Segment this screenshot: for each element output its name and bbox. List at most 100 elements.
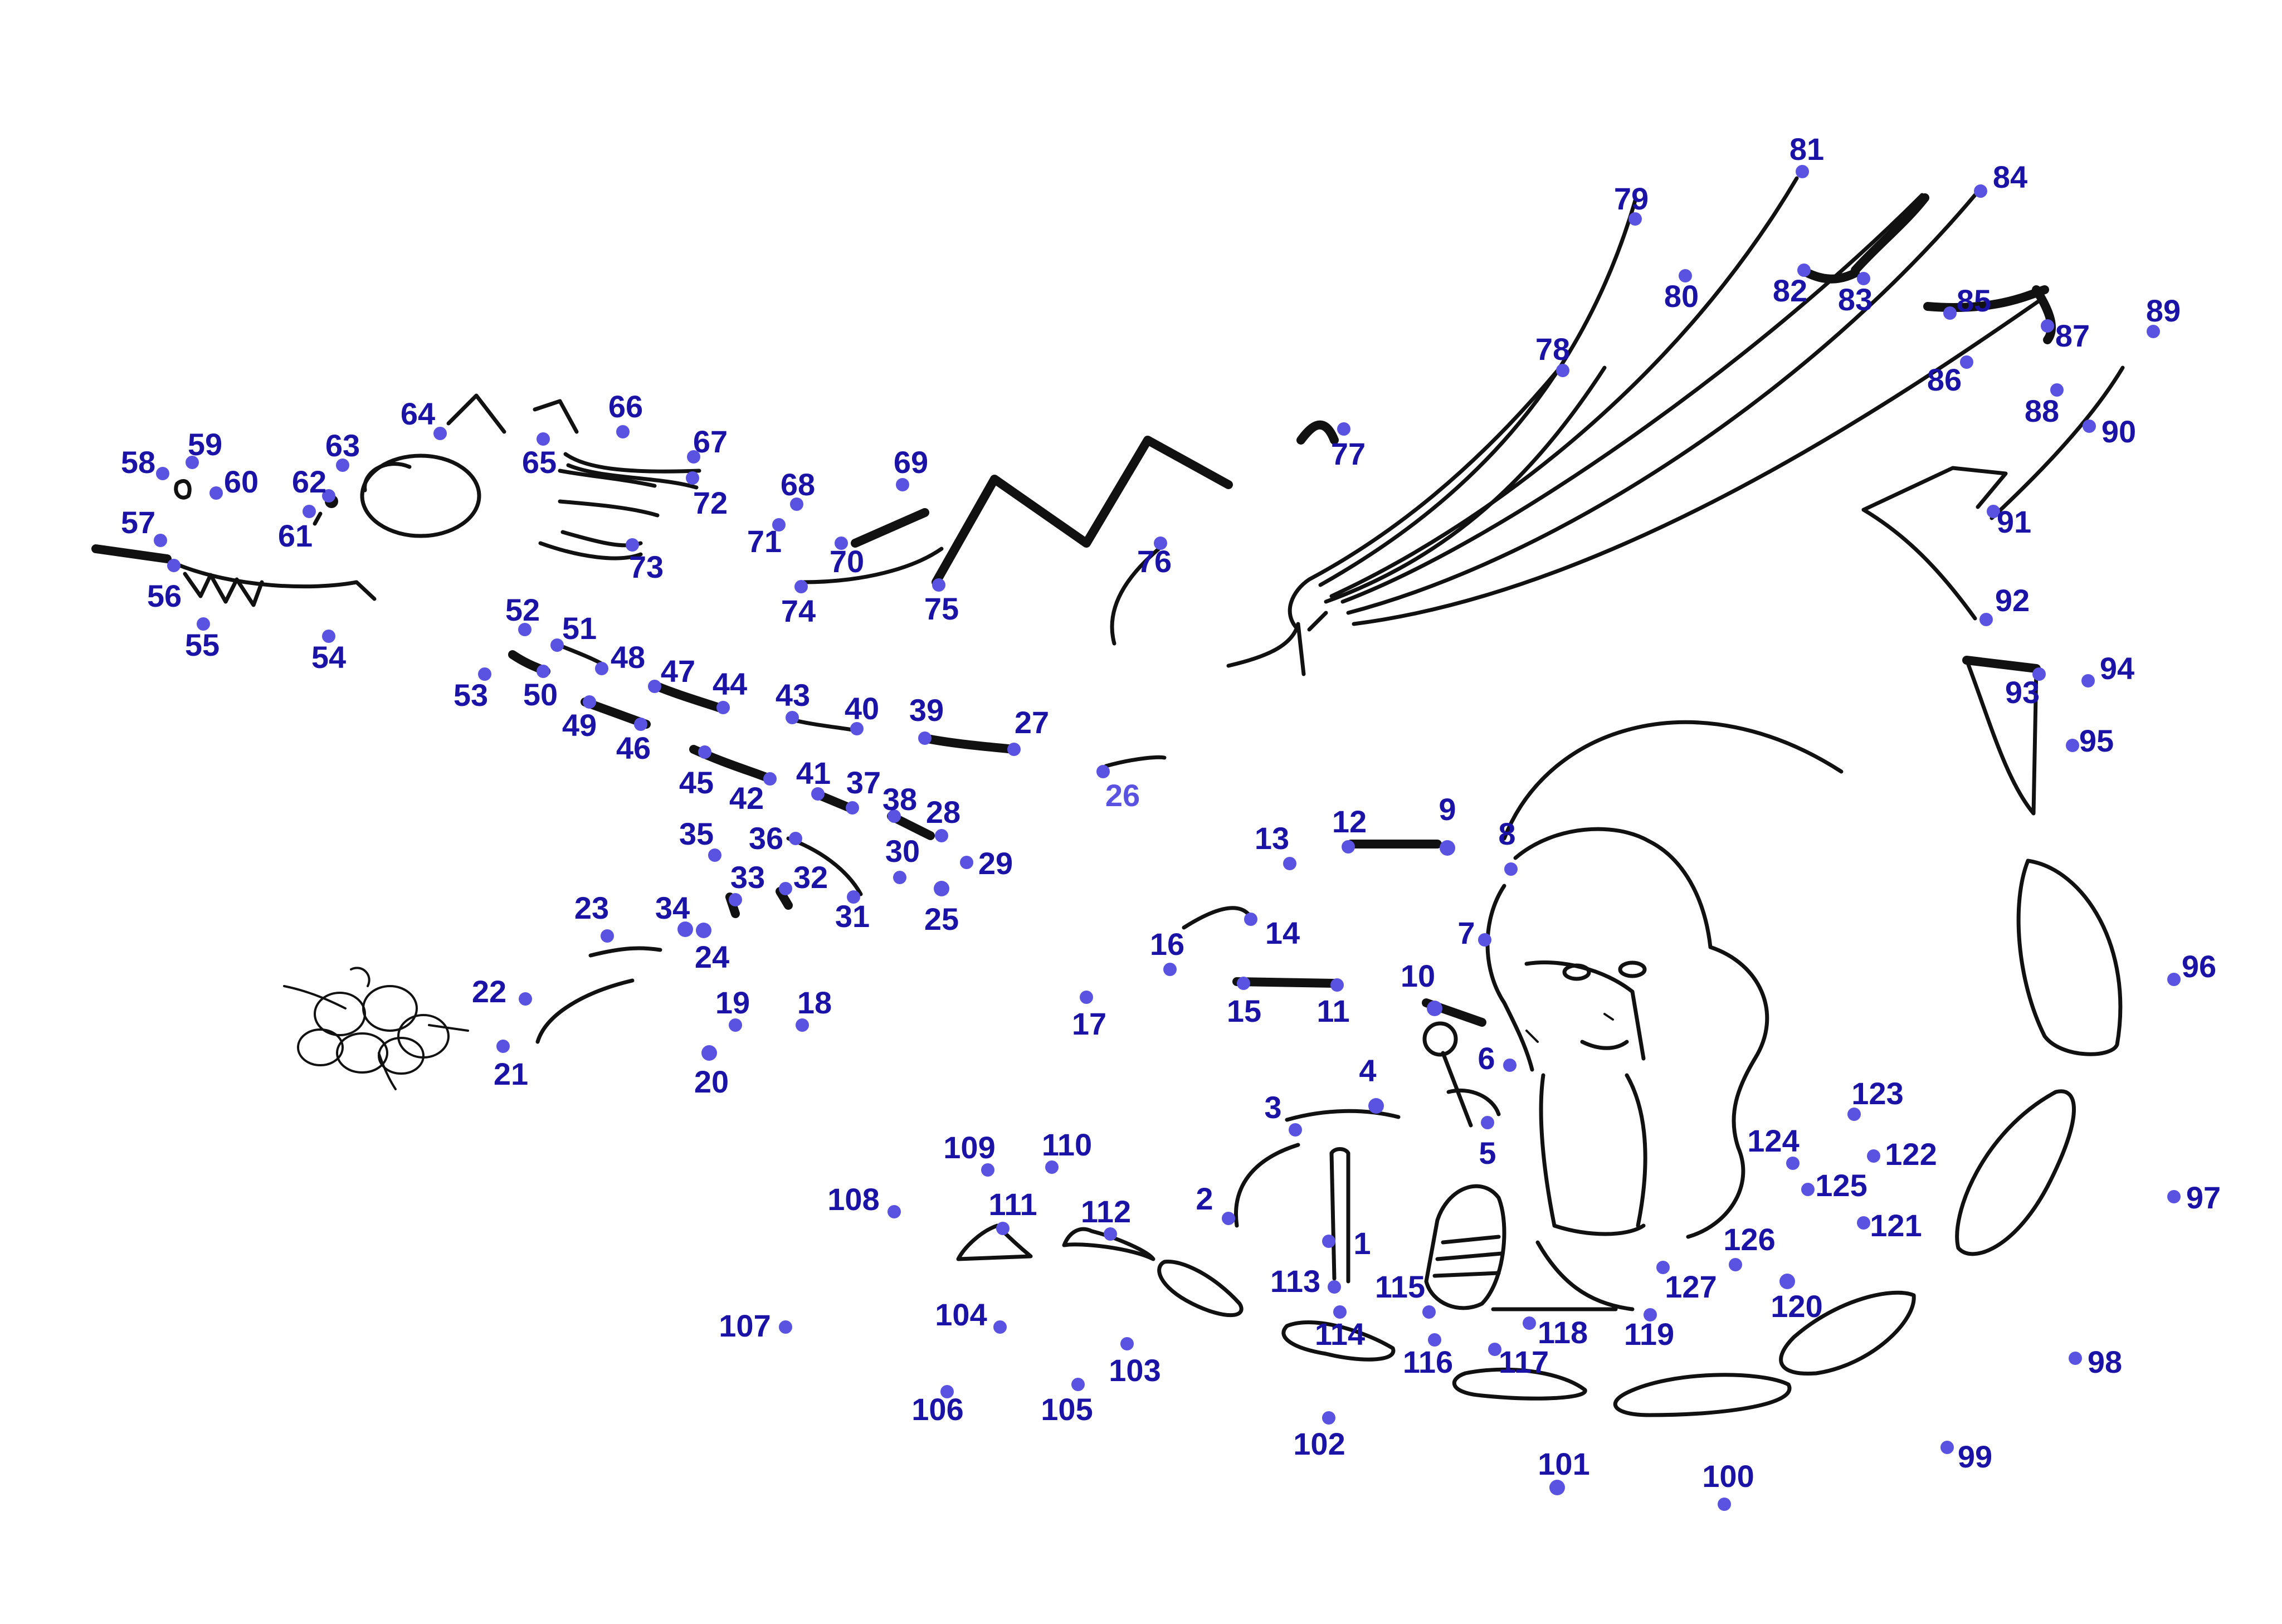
dot-62 <box>322 489 335 503</box>
number-label-93: 93 <box>2005 675 2040 710</box>
dot-25 <box>934 881 949 896</box>
dot-28 <box>935 829 948 842</box>
dot-88 <box>2050 383 2064 397</box>
dot-76 <box>1154 537 1167 550</box>
number-label-30: 30 <box>885 833 920 869</box>
number-label-2: 2 <box>1196 1181 1213 1216</box>
dot-3 <box>1289 1123 1302 1137</box>
number-label-44: 44 <box>712 666 748 701</box>
dot-101 <box>1549 1480 1565 1495</box>
number-label-95: 95 <box>2079 723 2114 758</box>
dot-41 <box>811 787 825 801</box>
dot-18 <box>796 1018 809 1032</box>
number-label-97: 97 <box>2186 1180 2221 1215</box>
egg-nest-sketch <box>283 967 469 1090</box>
number-label-70: 70 <box>829 544 865 579</box>
number-label-1: 1 <box>1353 1226 1371 1261</box>
number-label-18: 18 <box>797 985 832 1020</box>
dot-55 <box>197 617 210 631</box>
dot-5 <box>1481 1116 1494 1129</box>
dot-75 <box>932 578 945 592</box>
number-label-113: 113 <box>1270 1264 1321 1299</box>
dot-13 <box>1283 857 1296 870</box>
dot-80 <box>1679 269 1692 282</box>
number-label-123: 123 <box>1851 1076 1904 1111</box>
number-label-99: 99 <box>1957 1439 1993 1474</box>
girl-figure <box>1422 827 1769 1311</box>
dot-69 <box>896 478 909 491</box>
dot-16 <box>1163 963 1177 976</box>
number-label-118: 118 <box>1537 1315 1588 1350</box>
number-label-17: 17 <box>1071 1006 1107 1041</box>
number-label-61: 61 <box>277 518 313 553</box>
dot-26 <box>1096 765 1110 778</box>
dot-94 <box>2081 674 2095 687</box>
number-label-5: 5 <box>1479 1135 1496 1171</box>
dot-59 <box>186 456 199 469</box>
number-label-28: 28 <box>925 794 961 830</box>
dot-95 <box>2066 739 2079 752</box>
number-label-36: 36 <box>748 821 784 856</box>
number-label-43: 43 <box>775 677 811 713</box>
number-label-120: 120 <box>1771 1289 1823 1324</box>
dot-53 <box>478 667 491 681</box>
dot-83 <box>1857 272 1870 285</box>
dot-98 <box>2069 1352 2082 1365</box>
number-label-121: 121 <box>1870 1208 1922 1243</box>
dot-37 <box>846 801 859 815</box>
number-label-71: 71 <box>747 524 782 559</box>
dot-8 <box>1504 862 1518 876</box>
number-label-114: 114 <box>1314 1316 1366 1352</box>
dot-92 <box>1979 613 1993 626</box>
dot-97 <box>2167 1190 2181 1203</box>
dot-110 <box>1045 1160 1059 1174</box>
dot-127 <box>1656 1261 1670 1274</box>
dot-115 <box>1422 1305 1436 1319</box>
number-label-124: 124 <box>1747 1123 1800 1158</box>
number-label-103: 103 <box>1109 1353 1161 1388</box>
dot-57 <box>154 534 167 547</box>
dot-100 <box>1718 1498 1731 1511</box>
dragon-wing-lines <box>1226 176 2125 816</box>
dot-120 <box>1779 1274 1795 1289</box>
dot-104 <box>993 1320 1007 1334</box>
dot-113 <box>1328 1280 1341 1294</box>
number-label-47: 47 <box>660 653 696 689</box>
dot-64 <box>433 427 447 440</box>
dot-102 <box>1322 1411 1335 1425</box>
number-label-37: 37 <box>846 765 881 800</box>
number-label-39: 39 <box>909 692 944 728</box>
number-label-74: 74 <box>781 593 816 628</box>
number-label-62: 62 <box>291 464 327 499</box>
number-label-49: 49 <box>562 708 597 743</box>
number-label-45: 45 <box>679 765 714 800</box>
dot-14 <box>1244 913 1257 926</box>
dot-23 <box>601 929 614 943</box>
dot-67 <box>687 450 700 464</box>
number-label-60: 60 <box>223 464 259 499</box>
dot-66 <box>616 425 630 438</box>
dot-42 <box>763 772 777 786</box>
dot-31 <box>847 890 860 904</box>
dot-87 <box>2041 319 2054 333</box>
dot-71 <box>772 518 786 531</box>
number-label-24: 24 <box>694 939 730 974</box>
number-label-79: 79 <box>1613 181 1649 216</box>
number-label-63: 63 <box>325 428 360 463</box>
dot-52 <box>518 623 532 636</box>
dot-99 <box>1940 1441 1954 1454</box>
number-label-78: 78 <box>1535 331 1571 367</box>
dot-54 <box>322 630 335 643</box>
number-label-102: 102 <box>1293 1426 1345 1461</box>
dot-49 <box>583 695 596 709</box>
number-label-67: 67 <box>693 424 728 459</box>
number-label-104: 104 <box>935 1297 987 1332</box>
number-label-9: 9 <box>1439 792 1456 827</box>
dot-10 <box>1427 1001 1442 1016</box>
number-label-52: 52 <box>505 592 540 627</box>
dot-121 <box>1857 1216 1870 1230</box>
number-label-55: 55 <box>184 627 220 662</box>
dot-33 <box>729 893 742 906</box>
number-label-87: 87 <box>2055 318 2090 353</box>
